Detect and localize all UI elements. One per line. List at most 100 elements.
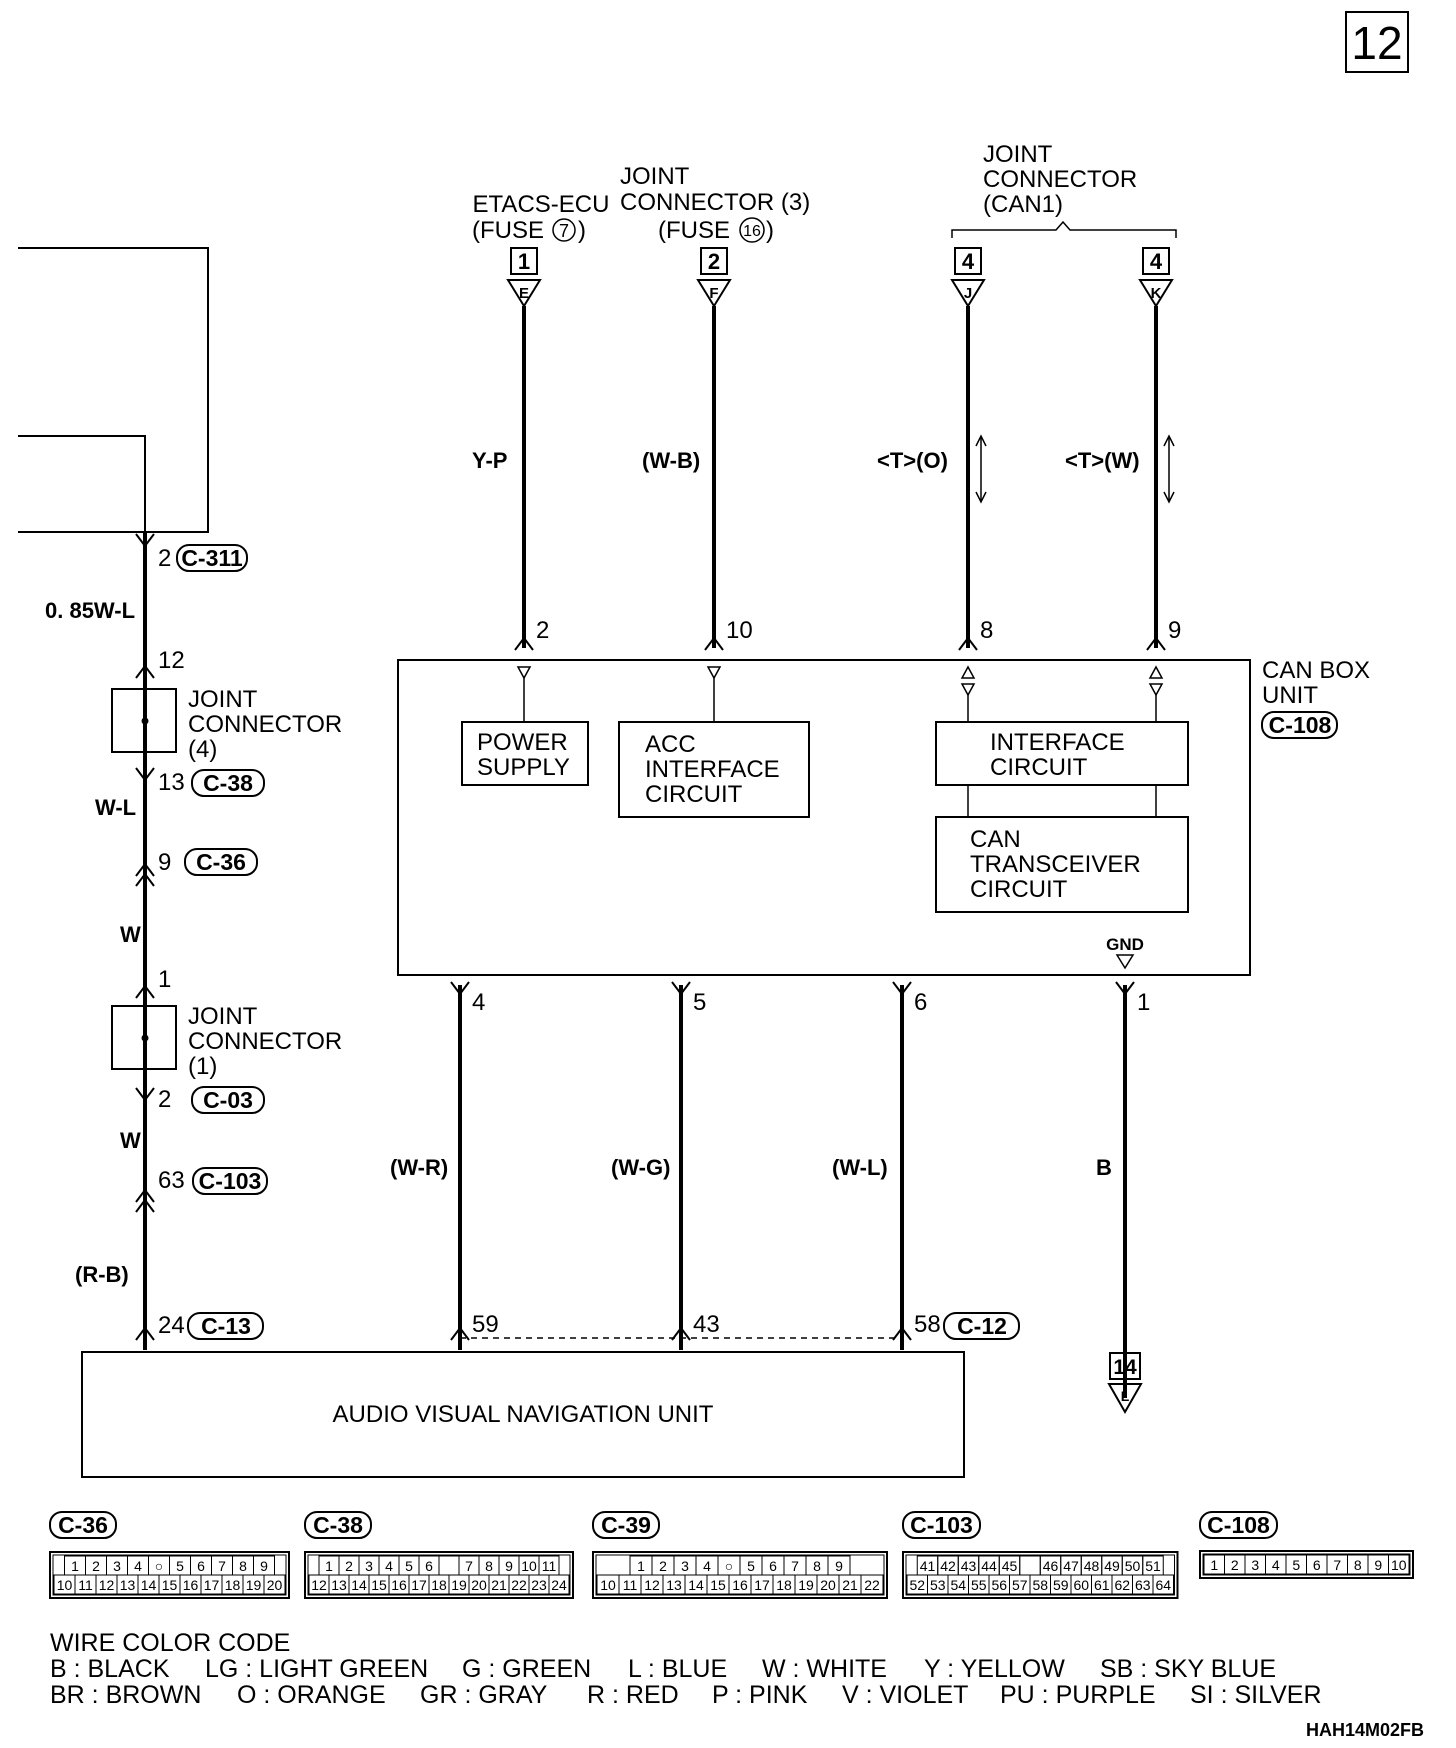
acc-label-line2: INTERFACE: [645, 756, 780, 783]
connector-tag-c03: [191, 1086, 265, 1114]
connector-view-tag: [592, 1511, 660, 1539]
wire-color-code-entry: P : PINK: [712, 1681, 808, 1709]
fuse-16-number: 16: [743, 223, 761, 240]
pin-label: 58: [914, 1311, 941, 1338]
connector-pin: 11: [78, 1577, 93, 1593]
connector-c13: C-13: [201, 1313, 251, 1339]
left-wire-loop: [18, 247, 209, 533]
wire-color-code-entry: GR : GRAY: [420, 1681, 548, 1709]
bottom-pin-marks: [450, 981, 1135, 1341]
connector-pin: 24: [551, 1577, 567, 1593]
joint-connector-4-box: [111, 688, 177, 753]
connector-view-name: C-39: [601, 1512, 651, 1538]
can-tr-label-line2: TRANSCEIVER: [970, 851, 1141, 878]
connector-pin: ○: [725, 1558, 733, 1574]
fuse-16-circle: [739, 217, 765, 243]
joint4-label-line2: CONNECTOR: [188, 711, 342, 738]
joint1-label-line3: (1): [188, 1053, 217, 1080]
can-transceiver-block: [935, 816, 1189, 913]
ground-conn: L: [1121, 1388, 1130, 1404]
wire-color-code-entry: SB : SKY BLUE: [1100, 1655, 1276, 1683]
connector-c03: C-03: [203, 1087, 253, 1113]
connector-pin: 11: [542, 1558, 557, 1574]
pin-label: 5: [693, 989, 706, 1016]
connector-pin: 2: [659, 1558, 667, 1574]
connector-pin: 19: [451, 1577, 467, 1593]
connector-pin: 10: [600, 1577, 616, 1593]
pin-label: 9: [1168, 617, 1181, 644]
connector-pin: 17: [204, 1577, 220, 1593]
wire-color-code-entry: PU : PURPLE: [1000, 1681, 1156, 1709]
etacs-ref: 1: [518, 249, 530, 274]
connector-pin: 4: [385, 1558, 393, 1574]
wire-color-tw: <T>(W): [1065, 448, 1140, 473]
connector-view-tag: [304, 1511, 372, 1539]
connector-pin: 63: [1135, 1577, 1151, 1593]
ground-ref: 14: [1113, 1356, 1137, 1379]
connector-pin: 18: [776, 1577, 792, 1593]
connector-pin: 44: [981, 1558, 997, 1574]
connector-pin: 1: [325, 1558, 333, 1574]
wire-color-code-entry: B : BLACK: [50, 1655, 170, 1683]
connector-pin: 6: [197, 1558, 205, 1574]
connector-pin: 10: [521, 1558, 537, 1574]
wire-color-wl: W-L: [95, 795, 136, 820]
power-supply-block: [461, 721, 589, 786]
connector-view-tag: [49, 1511, 117, 1539]
wire-color-code-entry: L : BLUE: [628, 1655, 727, 1683]
left-wire-feed: [18, 435, 146, 532]
pin-label: 43: [693, 1311, 720, 1338]
connector-pin: 47: [1063, 1558, 1079, 1574]
top-pin-marks: [514, 636, 1166, 651]
connector-pin: ○: [155, 1558, 163, 1574]
connector-pin: 3: [365, 1558, 373, 1574]
connector-c108: C-108: [1269, 712, 1332, 738]
connector-pin: 9: [260, 1558, 268, 1574]
page-number-box: [1345, 11, 1409, 73]
conn-e: E: [519, 285, 529, 302]
connector-pin: 7: [1333, 1557, 1341, 1573]
connector-pin: 8: [485, 1558, 493, 1574]
connector-pin: 10: [57, 1577, 73, 1593]
connector-pin: 53: [930, 1577, 946, 1593]
wire-color-code-entry: V : VIOLET: [842, 1681, 968, 1709]
connector-pin: 14: [351, 1577, 367, 1593]
jc3-label-line1: JOINT: [620, 163, 690, 190]
connector-pin: 22: [864, 1577, 880, 1593]
connector-pin: 17: [411, 1577, 427, 1593]
wire-color-w2: W: [120, 1128, 141, 1153]
connector-pin: 5: [176, 1558, 184, 1574]
av-unit-label: AUDIO VISUAL NAVIGATION UNIT: [333, 1401, 714, 1428]
can-box-label-line2: UNIT: [1262, 682, 1318, 709]
connector-pin: 11: [623, 1577, 638, 1593]
connector-pin: 46: [1043, 1558, 1059, 1574]
connector-pin: 49: [1104, 1558, 1120, 1574]
etacs-label-line1: ETACS-ECU: [473, 191, 610, 218]
jcan-ref-k: 4: [1150, 249, 1163, 274]
connector-pin: 23: [531, 1577, 547, 1593]
pin-label: 1: [158, 966, 171, 993]
jcan-label-line1: JOINT: [983, 141, 1053, 168]
connector-pin: 10: [1391, 1557, 1407, 1573]
jcan-label-line3: (CAN1): [983, 191, 1063, 218]
power-label-line1: POWER: [477, 729, 568, 756]
connector-pin: 20: [471, 1577, 487, 1593]
connector-pin: 3: [1251, 1557, 1259, 1573]
wire-color-w1: W: [120, 922, 141, 947]
jc3-label-end: ): [766, 217, 774, 244]
joint1-label-line1: JOINT: [188, 1003, 258, 1030]
connector-pin: 12: [311, 1577, 327, 1593]
wire-color-code-entry: Y : YELLOW: [924, 1655, 1065, 1683]
connector-pin: 3: [113, 1558, 121, 1574]
connector-pin: 50: [1125, 1558, 1141, 1574]
wire-color-code-entry: G : GREEN: [462, 1655, 591, 1683]
iface-label-line1: INTERFACE: [990, 729, 1125, 756]
connector-pin: 5: [1292, 1557, 1300, 1573]
etacs-label-end: ): [578, 217, 586, 244]
pin-label: 12: [158, 647, 185, 674]
connector-pin: 20: [267, 1577, 283, 1593]
jcan-ref-j: 4: [962, 249, 975, 274]
connector-tag-c12: [943, 1312, 1020, 1340]
jc3-label-line3: (FUSE: [658, 217, 730, 244]
connector-c103: C-103: [199, 1168, 262, 1194]
